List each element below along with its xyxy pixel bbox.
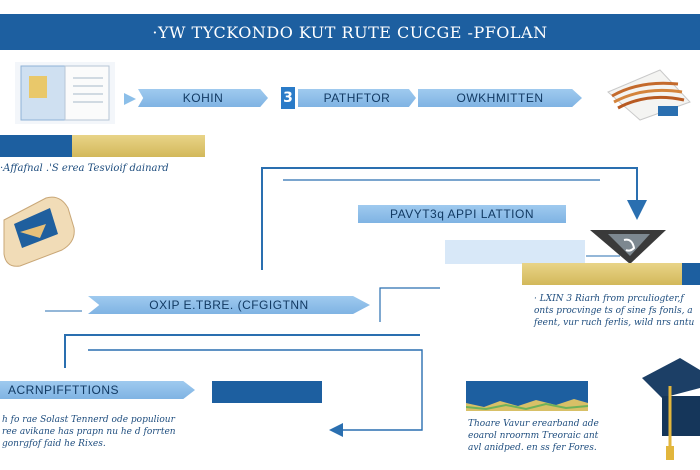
step-acrnp-ribbon: ACRNPIFFTTIONS	[0, 381, 195, 399]
left-notes: h fo rae Solast Tennerd ode populiour re…	[2, 414, 202, 450]
step-owkhmitten-label: OWKHMITTEN	[456, 91, 544, 105]
mid-right-panel	[466, 381, 588, 411]
graduation-cap-icon	[640, 352, 700, 464]
step-number-label: 3	[283, 90, 293, 106]
connector-bracket	[379, 287, 440, 322]
step-acrnp-label: ACRNPIFFTTIONS	[8, 383, 119, 397]
step-pathfor-label: PATHFTOR	[323, 91, 391, 105]
step-number-badge: 3	[281, 87, 295, 109]
right-note-line: · LXIN 3 Riarh from prculiogter,f	[534, 294, 684, 304]
step-payt-app-label: PAVYT3q APPI LATTION	[389, 207, 535, 221]
papers-icon	[600, 62, 695, 122]
progress-bar-gold	[72, 135, 205, 157]
step-oxip-ribbon: OXIP E.TBRE. (CFGIGTNN	[88, 296, 370, 314]
connector-return	[88, 349, 423, 437]
step-payt-app-ribbon: PAVYT3q APPI LATTION	[358, 205, 566, 223]
right-note-line: onts procvinge ts of sine fs fonls, a	[534, 306, 693, 316]
page-title: ·YW TYCKONDO KUT RUTE CUCGE -PFOLAN	[152, 22, 548, 42]
mid-notes: Thoare Vavur erearband ade eoarol nroorn…	[468, 418, 618, 454]
row-caption: ·Affafnal .'S erea Tesvioif dainard	[0, 163, 169, 174]
right-note-line: feent, vur ruch ferlis, wild nrs antu	[534, 318, 695, 328]
right-blue-bar	[682, 263, 700, 285]
mid-note-line: Thoare Vavur erearband ade	[468, 419, 599, 429]
right-notes: · LXIN 3 Riarh from prculiogter,f onts p…	[534, 293, 700, 329]
connector-loop-top	[261, 167, 647, 270]
step-kohin-label: KOHIN	[182, 91, 224, 105]
connector-loop-bottom	[64, 334, 420, 368]
step-oxip-label: OXIP E.TBRE. (CFGIGTNN	[149, 298, 309, 312]
step-pathfor-ribbon: PATHFTOR	[298, 89, 416, 107]
left-note-line: gonrgfof faid he Rixes.	[2, 439, 106, 449]
bandage-icon	[0, 190, 78, 272]
arrow-book-to-kohin	[124, 93, 136, 105]
left-note-line: ree avikane has prapn nu he d forrten	[2, 427, 176, 437]
progress-bar-blue	[0, 135, 72, 157]
step-kohin-ribbon: KOHIN	[138, 89, 268, 107]
right-gold-bar	[522, 263, 682, 285]
page-title-banner: ·YW TYCKONDO KUT RUTE CUCGE -PFOLAN	[0, 14, 700, 50]
mid-blue-bar	[212, 381, 322, 403]
open-book-icon	[15, 62, 115, 124]
left-note-line: h fo rae Solast Tennerd ode populiour	[2, 415, 175, 425]
mid-note-line: avl anidped. en ss fer Fores.	[468, 443, 597, 453]
step-owkhmitten-ribbon: OWKHMITTEN	[418, 89, 582, 107]
tag-icon	[590, 226, 668, 266]
mid-note-line: eoarol nroornm Treoraic ant	[468, 431, 599, 441]
light-bar	[445, 240, 585, 264]
